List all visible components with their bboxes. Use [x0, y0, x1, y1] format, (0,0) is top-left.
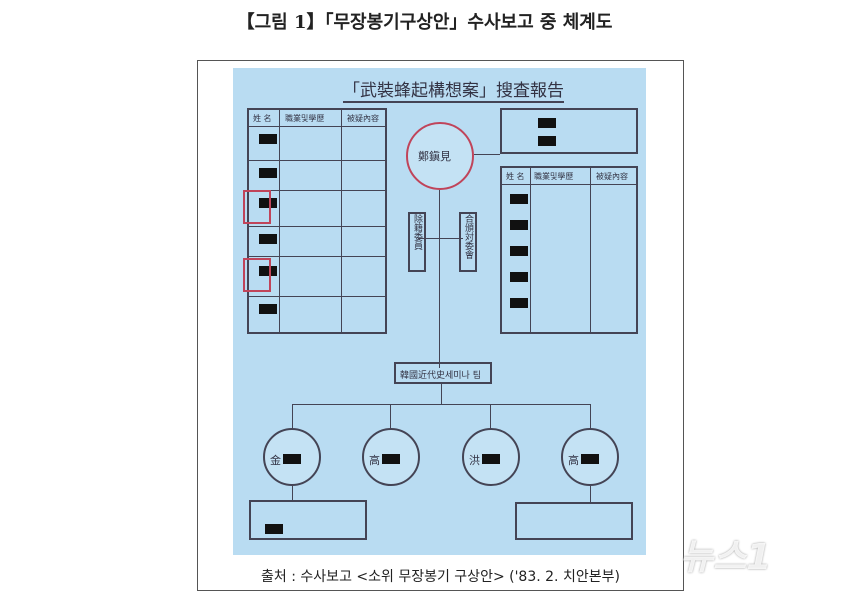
member-node: 金 — [263, 428, 321, 486]
news1-watermark: 뉴스1 — [680, 537, 772, 578]
note-box-right — [515, 502, 633, 540]
source-caption: 출처 : 수사보고 <소위 무장봉기 구상안> ('83. 2. 치안본부) — [261, 569, 620, 585]
member-node: 洪 — [462, 428, 520, 486]
header-charge: 被疑內容 — [347, 114, 379, 123]
center-node: 鄭鎭見 — [406, 122, 474, 190]
header-name: 姓 名 — [253, 114, 272, 123]
left-table: 姓 名 職業및學歷 被疑內容 — [247, 108, 387, 334]
figure-title: 【그림 1】「무장봉기구상안」수사보고 중 체계도 — [236, 12, 613, 33]
figure-frame — [197, 60, 684, 591]
right-table: 姓 名 職業및學歷 被疑內容 — [500, 166, 638, 334]
note-box-left — [249, 500, 367, 540]
highlight-box — [243, 258, 271, 292]
highlight-box — [243, 190, 271, 224]
scan-title: 「武裝蜂起構想案」搜査報告 — [343, 76, 564, 103]
hub-node: 韓國近代史세미나 팀 — [394, 362, 492, 384]
right-top-table — [500, 108, 638, 154]
scanned-diagram: 「武裝蜂起構想案」搜査報告 姓 名 職業및學歷 被疑內容 鄭鎭見 除籍委員 合頒… — [233, 68, 646, 555]
member-node: 高 — [561, 428, 619, 486]
member-node: 高 — [362, 428, 420, 486]
middle-box: 除籍委員 — [408, 212, 426, 272]
middle-box: 合頒対委會 — [459, 212, 477, 272]
header-job: 職業및學歷 — [285, 114, 325, 123]
